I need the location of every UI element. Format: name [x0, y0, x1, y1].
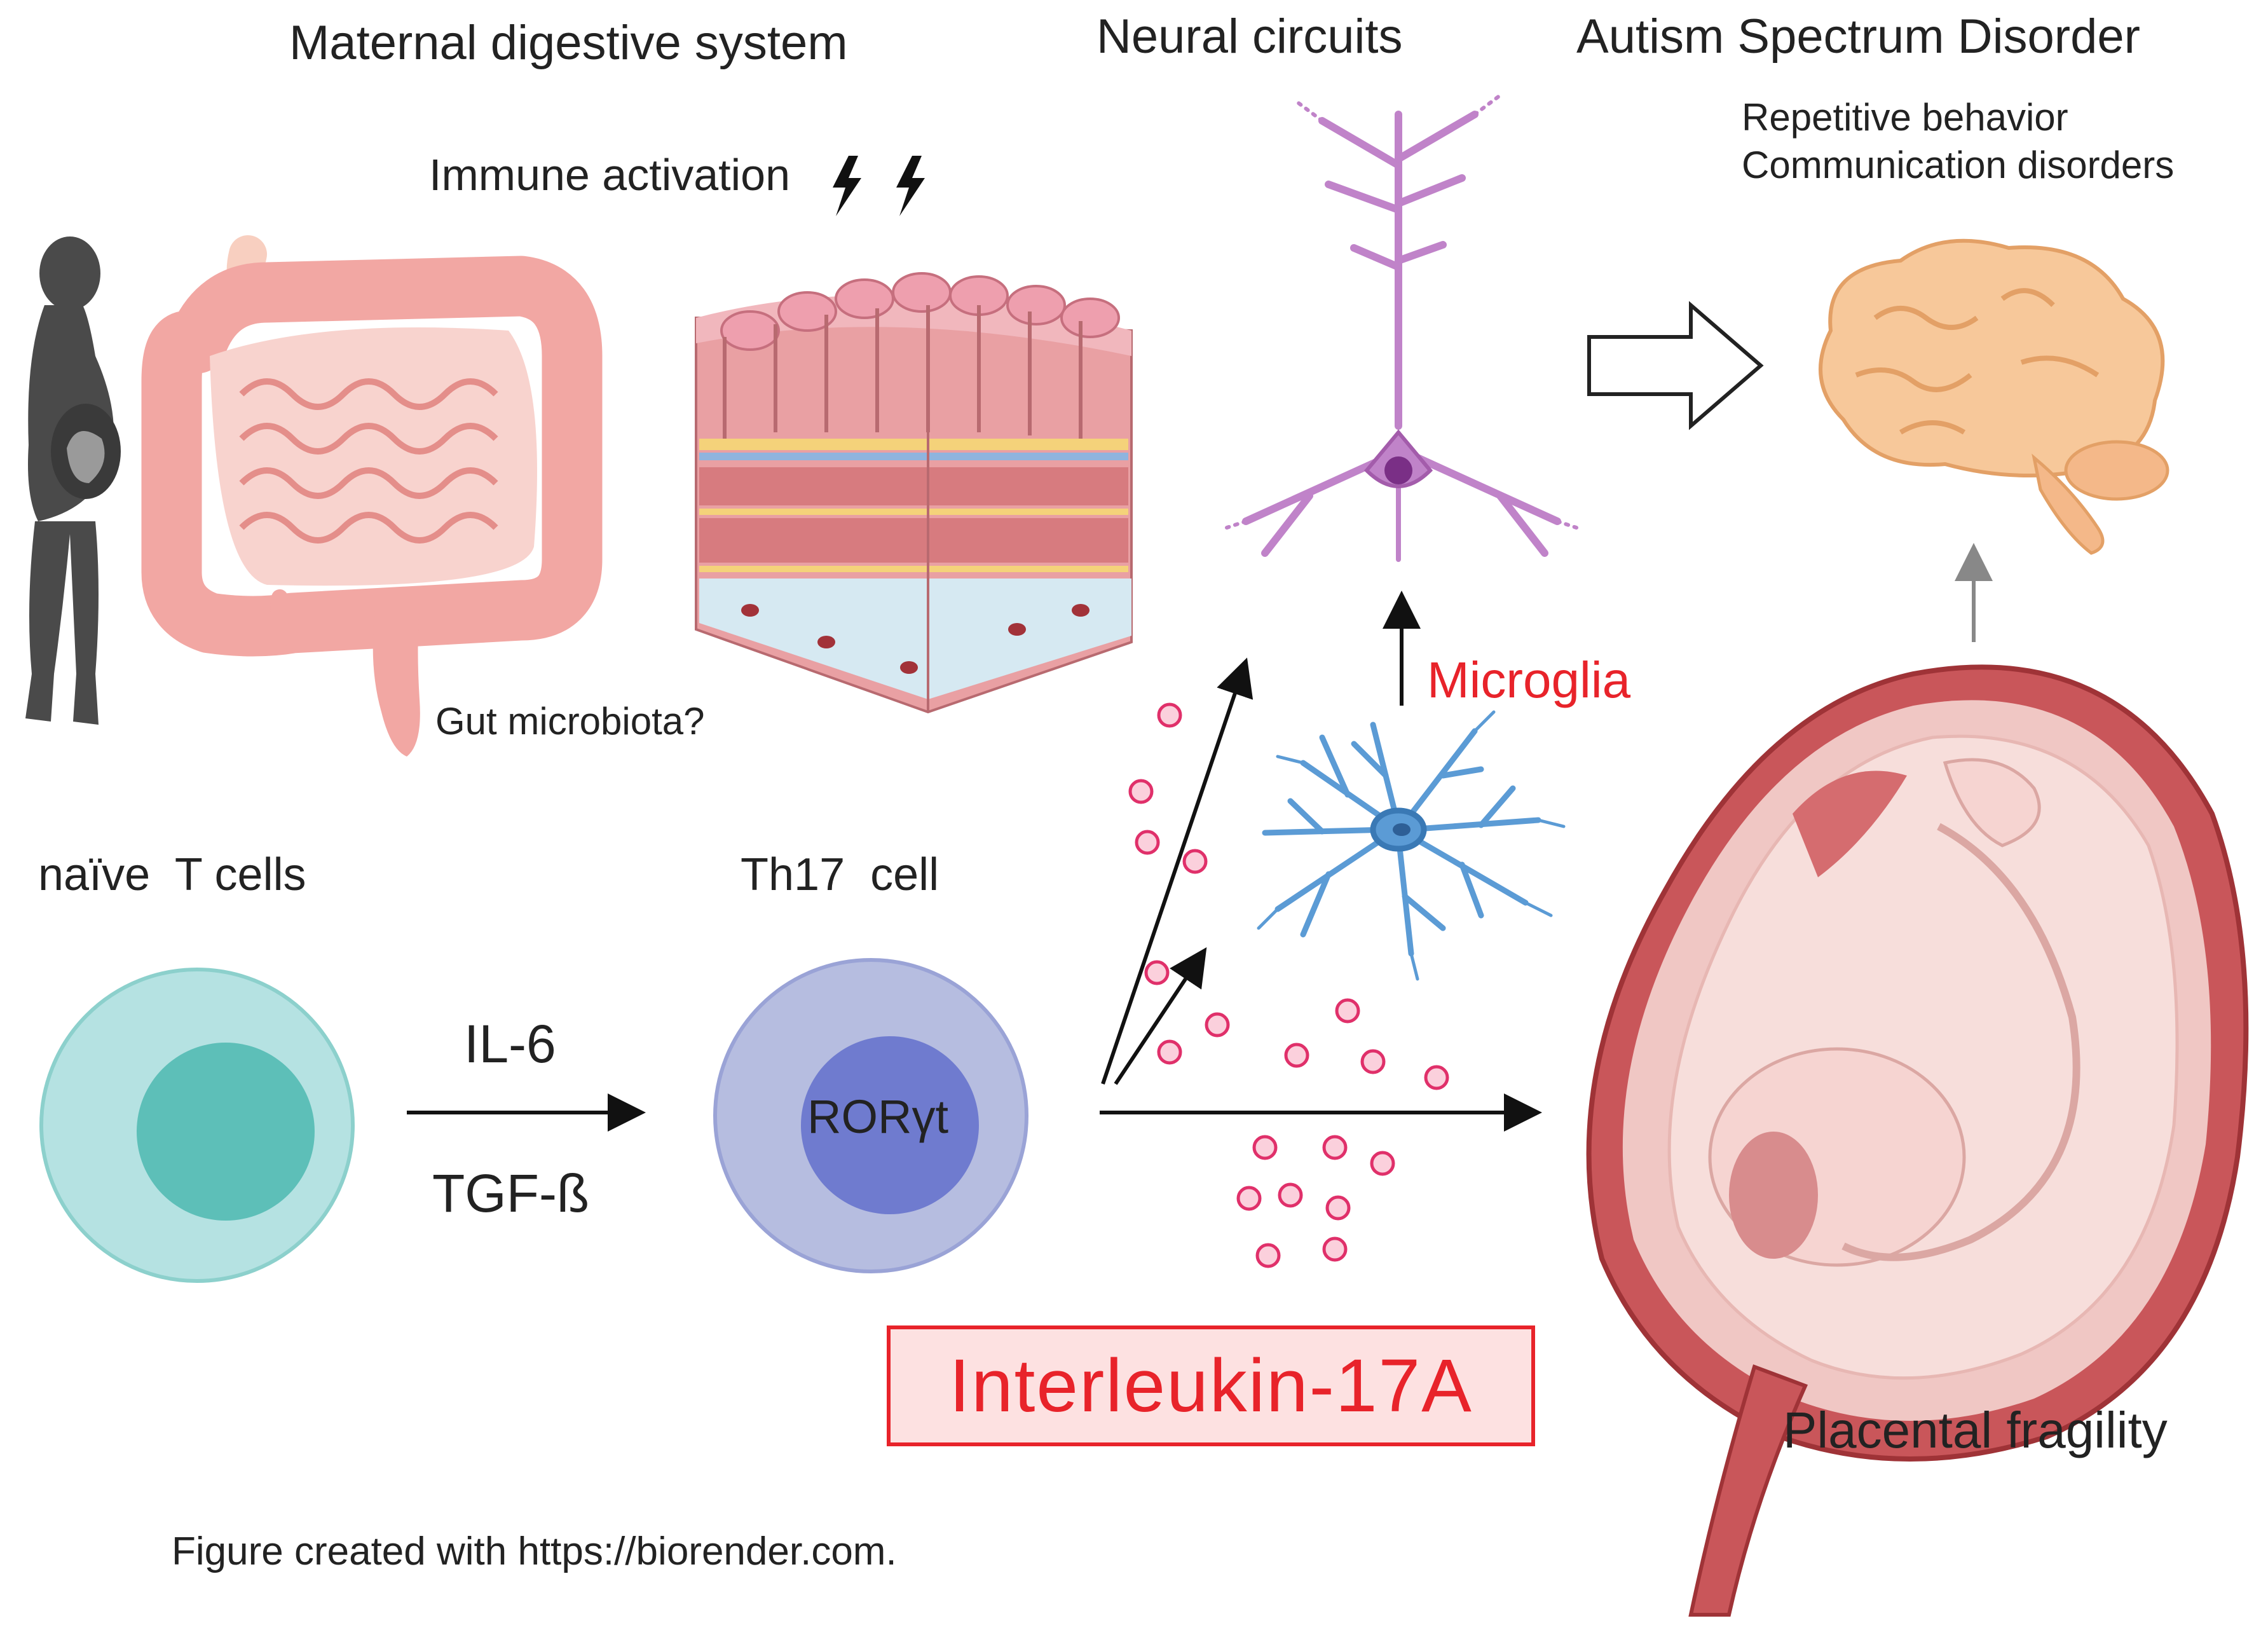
microglia-icon: [1257, 710, 1566, 981]
label-rorgt: RORγt: [807, 1090, 948, 1143]
pregnant-woman-icon: [25, 236, 121, 725]
naive-t-cell-icon: [39, 968, 355, 1283]
lightning-icon: [833, 156, 925, 216]
label-placental-fragility: Placental fragility: [1783, 1402, 2168, 1458]
neuron-icon: [1225, 93, 1578, 562]
asd-symptom: Communication disorders: [1742, 144, 2175, 186]
brain-icon: [1819, 238, 2169, 555]
figure-credit: Figure created with https://biorender.co…: [172, 1530, 897, 1573]
label-gut-microbiota: Gut microbiota?: [435, 700, 705, 743]
uterus-fetus-icon: [1586, 664, 2249, 1617]
th17-cell-icon: [713, 958, 1028, 1273]
il17a-box: Interleukin-17A: [887, 1325, 1535, 1446]
label-microglia: Microglia: [1427, 652, 1631, 708]
intestine-icon: [141, 235, 603, 757]
label-immune-activation: Immune activation: [429, 150, 791, 200]
asd-symptom: Repetitive behavior: [1742, 96, 2068, 139]
cytokine-icon: [1128, 702, 1449, 1268]
cytokine-arrows: [407, 657, 1542, 1132]
outline-arrow-icon: [1587, 301, 1764, 430]
label-naive-t-cells: naïve T cells: [38, 849, 306, 900]
label-il6: IL-6: [464, 1014, 556, 1074]
label-il17a: Interleukin-17A: [949, 1344, 1473, 1428]
label-tgf-beta: TGF-ß: [432, 1163, 590, 1223]
heading-asd: Autism Spectrum Disorder: [1576, 10, 2140, 64]
label-th17-cell: Th17 cell: [741, 849, 939, 900]
heading-neural: Neural circuits: [1096, 10, 1403, 64]
heading-maternal: Maternal digestive system: [289, 16, 848, 70]
intestinal-wall-icon: [695, 272, 1133, 714]
